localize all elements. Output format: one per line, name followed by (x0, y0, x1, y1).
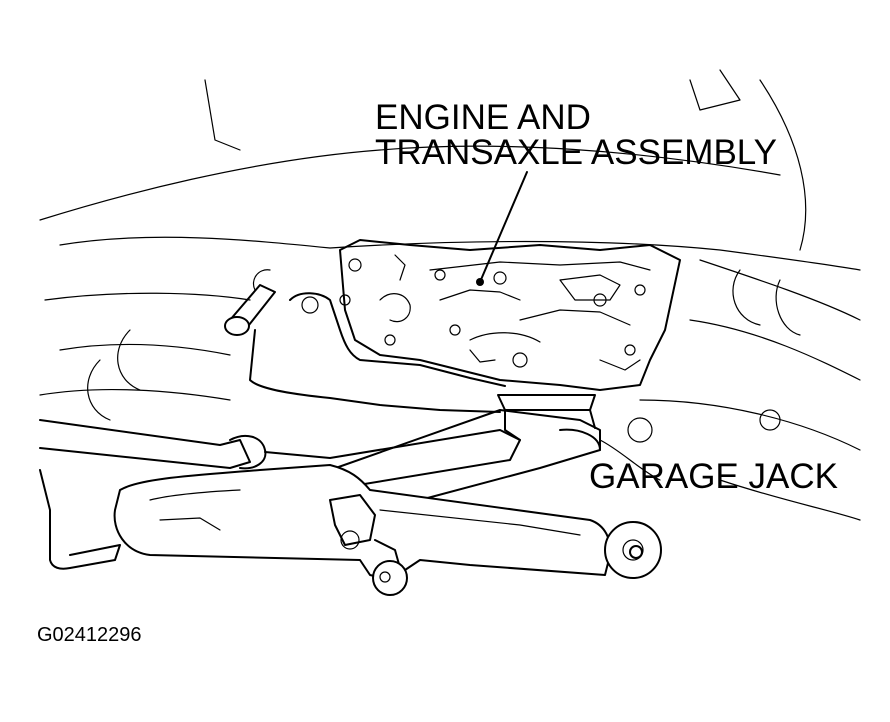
label-engine-line2: TRANSAXLE ASSEMBLY (375, 133, 777, 172)
leader-dot-engine (476, 278, 484, 286)
label-garage-jack: GARAGE JACK (589, 457, 838, 496)
figure-id: G02412296 (37, 624, 142, 646)
engine-transaxle-assembly (224, 239, 681, 413)
label-engine-line1: ENGINE AND (375, 98, 591, 137)
leader-line-engine (479, 171, 528, 283)
garage-jack (39, 394, 662, 596)
vehicle-body-outline (39, 69, 861, 521)
